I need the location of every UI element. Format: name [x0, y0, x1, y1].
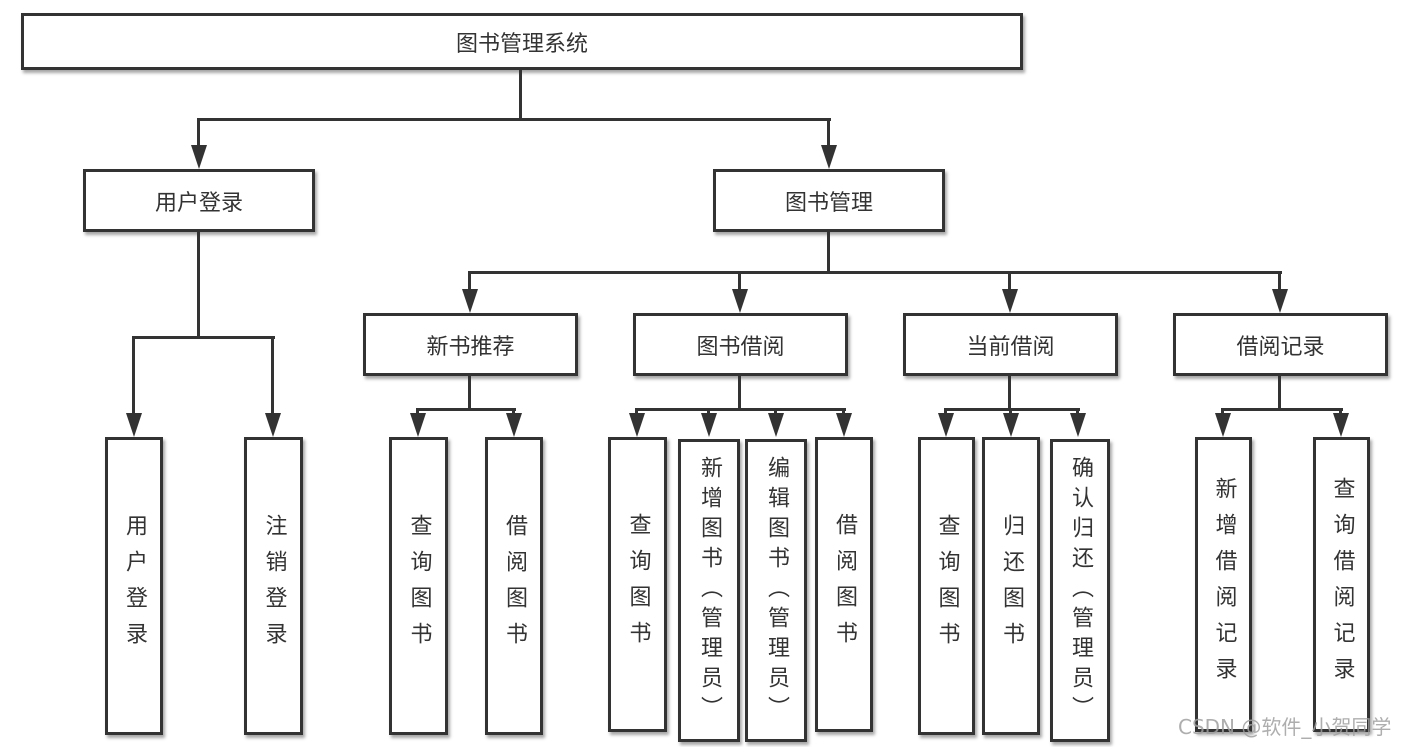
- leaf-add-borrow-record-label: 新增借阅记录: [1211, 476, 1237, 693]
- leaf-borrow-books-borrow-label: 借阅图书: [832, 512, 857, 657]
- connector-line: [132, 336, 275, 339]
- connector-line: [707, 408, 710, 417]
- arrow-down-icon: [821, 145, 837, 169]
- connector-line: [416, 408, 419, 417]
- arrow-down-icon: [768, 413, 784, 437]
- connector-line: [944, 408, 947, 417]
- csdn-watermark: CSDN @软件_小贺同学: [1178, 715, 1392, 739]
- leaf-borrow-books-recommend: 借阅图书: [485, 437, 543, 735]
- arrow-down-icon: [938, 413, 954, 437]
- leaf-edit-book-admin: 编辑图书（管理员）: [745, 439, 807, 742]
- leaf-query-books-borrow-label: 查询图书: [625, 512, 651, 657]
- node-user-login-label: 用户登录: [154, 190, 243, 216]
- connector-line: [738, 376, 741, 411]
- connector-line: [512, 408, 515, 417]
- arrow-down-icon: [1003, 413, 1019, 437]
- connector-line: [827, 118, 830, 148]
- leaf-query-books-current: 查询图书: [918, 437, 975, 735]
- arrow-down-icon: [1002, 289, 1018, 313]
- connector-line: [468, 271, 1282, 274]
- node-root-label: 图书管理系统: [455, 31, 588, 57]
- leaf-query-borrow-record: 查询借阅记录: [1313, 437, 1370, 732]
- connector-line: [1076, 408, 1079, 417]
- arrow-down-icon: [506, 413, 522, 437]
- leaf-borrow-books-recommend-label: 借阅图书: [502, 514, 527, 658]
- connector-line: [197, 118, 200, 148]
- arrow-down-icon: [1272, 289, 1288, 313]
- connector-line: [774, 408, 777, 417]
- arrow-down-icon: [732, 289, 748, 313]
- node-current-borrow-label: 当前借阅: [966, 334, 1055, 360]
- connector-line: [271, 336, 274, 417]
- connector-line: [468, 271, 471, 295]
- connector-line: [827, 232, 830, 274]
- leaf-add-book-admin-label: 新增图书（管理员）: [697, 455, 722, 726]
- connector-line: [468, 376, 471, 411]
- leaf-confirm-return-admin-label: 确认归还（管理员）: [1068, 455, 1093, 726]
- leaf-add-book-admin: 新增图书（管理员）: [678, 439, 740, 742]
- arrow-down-icon: [462, 289, 478, 313]
- connector-line: [197, 118, 831, 121]
- leaf-query-books-borrow: 查询图书: [608, 437, 667, 732]
- node-borrow-records: 借阅记录: [1173, 313, 1388, 376]
- connector-line: [1278, 376, 1281, 411]
- leaf-add-borrow-record: 新增借阅记录: [1195, 437, 1252, 732]
- arrow-down-icon: [1215, 413, 1231, 437]
- arrow-down-icon: [701, 413, 717, 437]
- leaf-user-login: 用户登录: [105, 437, 163, 735]
- connector-line: [1008, 271, 1011, 295]
- arrow-down-icon: [629, 413, 645, 437]
- arrow-down-icon: [1070, 413, 1086, 437]
- connector-line: [1278, 271, 1281, 295]
- leaf-edit-book-admin-label: 编辑图书（管理员）: [764, 455, 789, 726]
- leaf-logout: 注销登录: [244, 437, 303, 735]
- connector-line: [1221, 408, 1343, 411]
- leaf-logout-label: 注销登录: [261, 514, 287, 658]
- connector-line: [1009, 408, 1012, 417]
- leaf-query-borrow-record-label: 查询借阅记录: [1329, 476, 1355, 693]
- connector-line: [1221, 408, 1224, 417]
- connector-line: [1339, 408, 1342, 417]
- connector-line: [519, 70, 522, 118]
- connector-line: [635, 408, 846, 411]
- arrow-down-icon: [410, 413, 426, 437]
- arrow-down-icon: [126, 413, 142, 437]
- node-new-book-recommend: 新书推荐: [363, 313, 578, 376]
- node-user-login: 用户登录: [83, 169, 315, 232]
- leaf-return-books: 归还图书: [982, 437, 1040, 735]
- connector-line: [197, 232, 200, 339]
- leaf-return-books-label: 归还图书: [999, 514, 1024, 658]
- leaf-query-books-recommend-label: 查询图书: [406, 514, 432, 658]
- node-book-borrow-label: 图书借阅: [696, 334, 785, 360]
- arrow-down-icon: [1333, 413, 1349, 437]
- connector-line: [416, 408, 516, 411]
- connector-line: [1008, 376, 1011, 411]
- connector-line: [635, 408, 638, 417]
- leaf-user-login-label: 用户登录: [122, 514, 147, 658]
- node-new-book-recommend-label: 新书推荐: [426, 334, 515, 360]
- arrow-down-icon: [836, 413, 852, 437]
- node-book-management: 图书管理: [713, 169, 945, 232]
- connector-line: [842, 408, 845, 417]
- leaf-query-books-current-label: 查询图书: [934, 514, 960, 658]
- node-book-borrow: 图书借阅: [633, 313, 848, 376]
- node-root: 图书管理系统: [21, 13, 1023, 70]
- arrow-down-icon: [191, 145, 207, 169]
- connector-line: [132, 336, 135, 417]
- leaf-confirm-return-admin: 确认归还（管理员）: [1050, 439, 1110, 742]
- node-book-management-label: 图书管理: [784, 190, 873, 216]
- node-borrow-records-label: 借阅记录: [1236, 334, 1325, 360]
- arrow-down-icon: [265, 413, 281, 437]
- leaf-borrow-books-borrow: 借阅图书: [815, 437, 873, 732]
- node-current-borrow: 当前借阅: [903, 313, 1118, 376]
- connector-line: [738, 271, 741, 295]
- leaf-query-books-recommend: 查询图书: [389, 437, 448, 735]
- connector-line: [944, 408, 1080, 411]
